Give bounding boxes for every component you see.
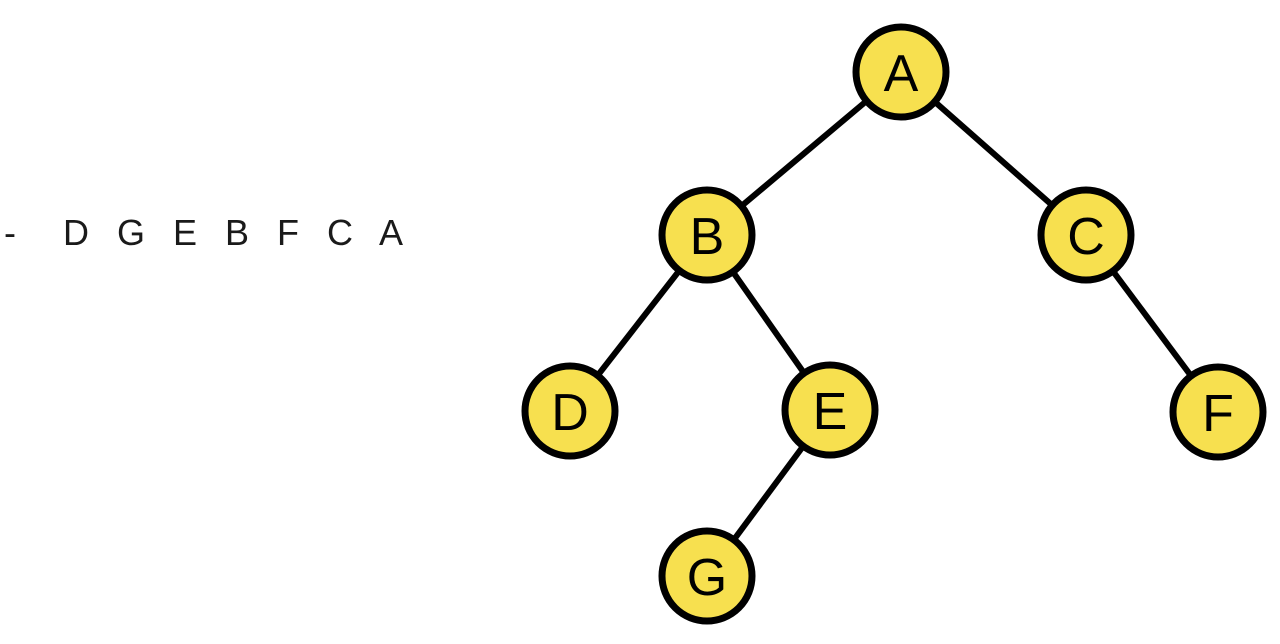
node-g-label: G xyxy=(687,549,727,607)
tree-nodes: A B C D E F xyxy=(521,23,1267,625)
node-d-circle[interactable] xyxy=(521,362,619,460)
node-f[interactable]: F xyxy=(1169,363,1267,461)
node-d-label: D xyxy=(551,384,589,442)
node-f-circle[interactable] xyxy=(1169,363,1267,461)
node-e[interactable]: E xyxy=(781,361,879,459)
node-b-circle[interactable] xyxy=(658,186,756,284)
node-c[interactable]: C xyxy=(1037,186,1135,284)
traversal-sequence-label: - D G E B F C A xyxy=(4,212,413,253)
node-f-label: F xyxy=(1202,385,1234,443)
node-a[interactable]: A xyxy=(852,23,950,121)
node-e-label: E xyxy=(813,383,848,441)
node-c-label: C xyxy=(1067,208,1105,266)
node-b[interactable]: B xyxy=(658,186,756,284)
node-d[interactable]: D xyxy=(521,362,619,460)
node-a-circle[interactable] xyxy=(852,23,950,121)
node-g[interactable]: G xyxy=(658,527,756,625)
node-a-label: A xyxy=(884,45,919,103)
tree-edges xyxy=(567,69,1221,578)
node-g-circle[interactable] xyxy=(658,527,756,625)
node-e-circle[interactable] xyxy=(781,361,879,459)
node-b-label: B xyxy=(690,208,725,266)
node-c-circle[interactable] xyxy=(1037,186,1135,284)
